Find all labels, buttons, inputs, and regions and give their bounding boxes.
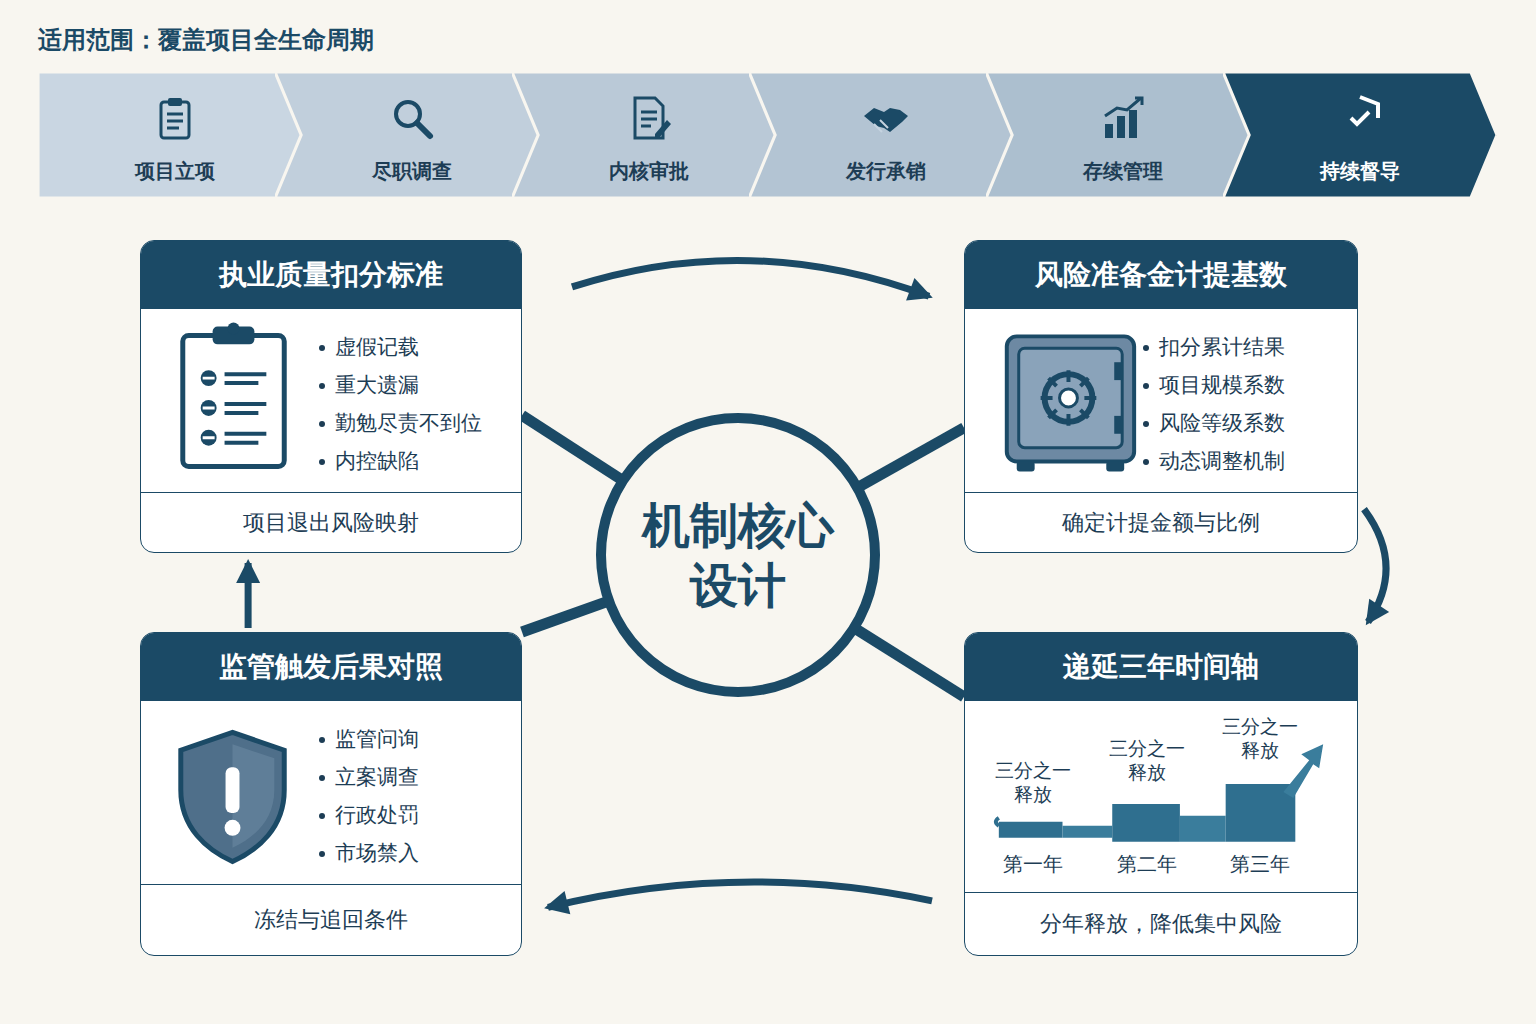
stage-label: 存续管理: [986, 158, 1260, 185]
stage-chevron: 尽职调查: [275, 72, 549, 198]
bullet-dot: [1143, 383, 1149, 389]
stage-icon: [625, 94, 673, 142]
bullet-item: 项目规模系数: [1143, 371, 1285, 399]
stage-label: 持续督导: [1223, 158, 1497, 185]
bullet-item: 扣分累计结果: [1143, 333, 1285, 361]
bullet-item: 内控缺陷: [319, 447, 419, 475]
bullet-dot: [319, 345, 325, 351]
bullet-dot: [319, 421, 325, 427]
mechanism-card: 执业质量扣分标准项目退出风险映射 虚假记载重大遗漏勤勉尽责不到位内控缺陷: [140, 240, 522, 553]
mechanism-card: 风险准备金计提基数确定计提金额与比例 扣分累计结果项目规模系数风险等级系数动态调整…: [964, 240, 1358, 553]
bullet-dot: [319, 775, 325, 781]
bullet-item: 立案调查: [319, 763, 419, 791]
core-circle: 机制核心 设计: [596, 413, 880, 697]
stage-chevron: 项目立项: [38, 72, 312, 198]
year-label: 第一年: [988, 851, 1078, 878]
page-title: 适用范围：覆盖项目全生命周期: [38, 24, 374, 56]
bullet-text: 监管问询: [335, 727, 419, 751]
bullet-text: 项目规模系数: [1159, 373, 1285, 397]
stage-chevron: 发行承销: [749, 72, 1023, 198]
bullet-text: 风险等级系数: [1159, 411, 1285, 435]
bullet-text: 行政处罚: [335, 803, 419, 827]
card-footer: 分年释放，降低集中风险: [965, 892, 1357, 955]
bullet-text: 扣分累计结果: [1159, 335, 1285, 359]
stage-label: 项目立项: [38, 158, 312, 185]
bullet-text: 市场禁入: [335, 841, 419, 865]
core-spoke: [522, 602, 607, 632]
release-label: 三分之一 释放: [987, 759, 1079, 807]
bullet-item: 风险等级系数: [1143, 409, 1285, 437]
bullet-dot: [1143, 421, 1149, 427]
stage-chevron: 内核审批: [512, 72, 786, 198]
bullet-dot: [1143, 459, 1149, 465]
bullet-text: 勤勉尽责不到位: [335, 411, 482, 435]
bullet-item: 动态调整机制: [1143, 447, 1285, 475]
bullet-dot: [319, 813, 325, 819]
card-header: 递延三年时间轴: [965, 633, 1357, 701]
core-label: 机制核心 设计: [633, 495, 843, 615]
bullet-text: 虚假记载: [335, 335, 419, 359]
stage-icon: [862, 94, 910, 142]
card-header: 监管触发后果对照: [141, 633, 521, 701]
card-footer: 冻结与追回条件: [141, 884, 521, 955]
year-label: 第三年: [1215, 851, 1305, 878]
mechanism-card: 监管触发后果对照冻结与追回条件 监管问询立案调查行政处罚市场禁入: [140, 632, 522, 956]
bullet-item: 虚假记载: [319, 333, 419, 361]
bullet-dot: [319, 383, 325, 389]
stage-label: 内核审批: [512, 158, 786, 185]
bullet-text: 立案调查: [335, 765, 419, 789]
release-label: 三分之一 释放: [1214, 715, 1306, 763]
bullet-item: 市场禁入: [319, 839, 419, 867]
stage-chevron: 持续督导: [1223, 72, 1497, 198]
mechanism-card: 递延三年时间轴分年释放，降低集中风险三分之一 释放三分之一 释放三分之一 释放第…: [964, 632, 1358, 956]
bullet-item: 重大遗漏: [319, 371, 419, 399]
core-spoke: [522, 415, 621, 479]
bullet-item: 行政处罚: [319, 801, 419, 829]
stage-icon: [388, 94, 436, 142]
stage-chevron: 存续管理: [986, 72, 1260, 198]
bullet-text: 动态调整机制: [1159, 449, 1285, 473]
bullet-item: 勤勉尽责不到位: [319, 409, 482, 437]
year-label: 第二年: [1102, 851, 1192, 878]
flow-arrow: [548, 882, 932, 907]
bullet-text: 重大遗漏: [335, 373, 419, 397]
card-header: 风险准备金计提基数: [965, 241, 1357, 309]
card-footer: 确定计提金额与比例: [965, 492, 1357, 552]
card-header: 执业质量扣分标准: [141, 241, 521, 309]
flow-arrow: [1364, 509, 1386, 622]
bullet-item: 监管问询: [319, 725, 419, 753]
stage-label: 尽职调查: [275, 158, 549, 185]
stage-icon: [1336, 94, 1384, 142]
bullet-dot: [319, 737, 325, 743]
flow-arrow: [245, 563, 252, 628]
bullet-dot: [1143, 345, 1149, 351]
card-footer: 项目退出风险映射: [141, 492, 521, 552]
stage-label: 发行承销: [749, 158, 1023, 185]
stage-icon: [1099, 94, 1147, 142]
flow-arrow: [572, 260, 929, 296]
core-spoke: [859, 428, 964, 487]
stage-icon: [151, 94, 199, 142]
bullet-text: 内控缺陷: [335, 449, 419, 473]
bullet-dot: [319, 851, 325, 857]
bullet-dot: [319, 459, 325, 465]
core-spoke: [856, 629, 964, 697]
release-label: 三分之一 释放: [1101, 737, 1193, 785]
